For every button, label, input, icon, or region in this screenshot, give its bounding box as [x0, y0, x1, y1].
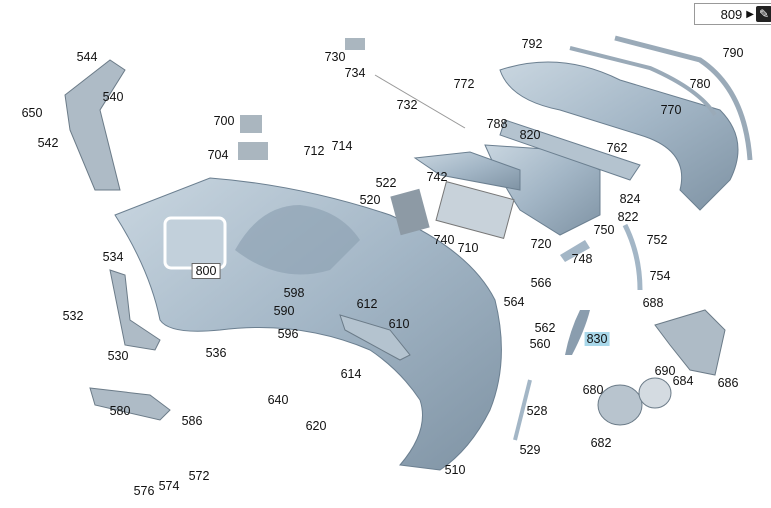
- callout-560[interactable]: 560: [529, 337, 551, 351]
- callout-590[interactable]: 590: [273, 304, 295, 318]
- callout-530[interactable]: 530: [107, 349, 129, 363]
- callout-580[interactable]: 580: [109, 404, 131, 418]
- edit-icon[interactable]: ✎: [756, 6, 771, 22]
- callout-532[interactable]: 532: [62, 309, 84, 323]
- callout-720[interactable]: 720: [530, 237, 552, 251]
- callout-686[interactable]: 686: [717, 376, 739, 390]
- callout-748[interactable]: 748: [571, 252, 593, 266]
- callout-529[interactable]: 529: [519, 443, 541, 457]
- callout-562[interactable]: 562: [534, 321, 556, 335]
- callout-572[interactable]: 572: [188, 469, 210, 483]
- callout-762[interactable]: 762: [606, 141, 628, 155]
- callout-730[interactable]: 730: [324, 50, 346, 64]
- callout-788[interactable]: 788: [486, 117, 508, 131]
- callout-770[interactable]: 770: [660, 103, 682, 117]
- trim-790: [614, 35, 753, 161]
- callout-614[interactable]: 614: [340, 367, 362, 381]
- module-700: [240, 115, 262, 133]
- panel-742: [413, 151, 521, 191]
- callout-650[interactable]: 650: [21, 106, 43, 120]
- callout-690[interactable]: 690: [654, 364, 676, 378]
- bracket-530: [109, 269, 161, 351]
- callout-564[interactable]: 564: [503, 295, 525, 309]
- callout-712[interactable]: 712: [303, 144, 325, 158]
- bracket-686: [654, 309, 726, 376]
- grille-740: [390, 188, 430, 236]
- callout-566[interactable]: 566: [530, 276, 552, 290]
- callout-822[interactable]: 822: [617, 210, 639, 224]
- callout-534[interactable]: 534: [102, 250, 124, 264]
- callout-700[interactable]: 700: [213, 114, 235, 128]
- callout-680[interactable]: 680: [582, 383, 604, 397]
- callout-790[interactable]: 790: [722, 46, 744, 60]
- panel-762: [499, 119, 641, 181]
- bracket-580: [89, 387, 171, 421]
- callout-586[interactable]: 586: [181, 414, 203, 428]
- callout-510[interactable]: 510: [444, 463, 466, 477]
- callout-544[interactable]: 544: [76, 50, 98, 64]
- callout-542[interactable]: 542: [37, 136, 59, 150]
- callout-752[interactable]: 752: [646, 233, 668, 247]
- bracket-540: [64, 59, 126, 191]
- callout-820[interactable]: 820: [519, 128, 541, 142]
- callout-682[interactable]: 682: [590, 436, 612, 450]
- callout-754[interactable]: 754: [649, 269, 671, 283]
- module-730: [345, 38, 365, 50]
- part-830: [565, 310, 590, 355]
- callout-780[interactable]: 780: [689, 77, 711, 91]
- module-704: [238, 142, 268, 160]
- reference-number: 809: [720, 6, 743, 22]
- callout-704[interactable]: 704: [207, 148, 229, 162]
- callout-536[interactable]: 536: [205, 346, 227, 360]
- part-754: [622, 223, 643, 291]
- reference-box[interactable]: 809 ▶ ✎: [694, 3, 771, 25]
- sensor-cutout-800: [163, 216, 227, 270]
- callout-540[interactable]: 540: [102, 90, 124, 104]
- callout-620[interactable]: 620: [305, 419, 327, 433]
- strip-528: [513, 379, 532, 441]
- callout-740[interactable]: 740: [433, 233, 455, 247]
- callout-800[interactable]: 800: [191, 263, 221, 279]
- tailpipe-680: [597, 384, 643, 426]
- callout-750[interactable]: 750: [593, 223, 615, 237]
- callout-830[interactable]: 830: [584, 332, 610, 346]
- bracket-710: [435, 181, 515, 239]
- callout-824[interactable]: 824: [619, 192, 641, 206]
- callout-596[interactable]: 596: [277, 327, 299, 341]
- diffuser-770: [499, 61, 739, 211]
- callout-742[interactable]: 742: [426, 170, 448, 184]
- part-748: [560, 240, 590, 262]
- callout-528[interactable]: 528: [526, 404, 548, 418]
- bracket-610: [339, 314, 411, 361]
- callout-522[interactable]: 522: [375, 176, 397, 190]
- callout-612[interactable]: 612: [356, 297, 378, 311]
- trim-780: [569, 46, 717, 117]
- callout-610[interactable]: 610: [388, 317, 410, 331]
- callout-772[interactable]: 772: [453, 77, 475, 91]
- callout-688[interactable]: 688: [642, 296, 664, 310]
- callout-640[interactable]: 640: [267, 393, 289, 407]
- callout-520[interactable]: 520: [359, 193, 381, 207]
- callout-684[interactable]: 684: [672, 374, 694, 388]
- callout-714[interactable]: 714: [331, 139, 353, 153]
- callout-574[interactable]: 574: [158, 479, 180, 493]
- callout-732[interactable]: 732: [396, 98, 418, 112]
- callout-598[interactable]: 598: [283, 286, 305, 300]
- tailpipe-trim-690: [638, 377, 672, 409]
- callout-734[interactable]: 734: [344, 66, 366, 80]
- callout-576[interactable]: 576: [133, 484, 155, 498]
- callout-792[interactable]: 792: [521, 37, 543, 51]
- callout-710[interactable]: 710: [457, 241, 479, 255]
- arrow-right-icon: ▶: [746, 8, 754, 20]
